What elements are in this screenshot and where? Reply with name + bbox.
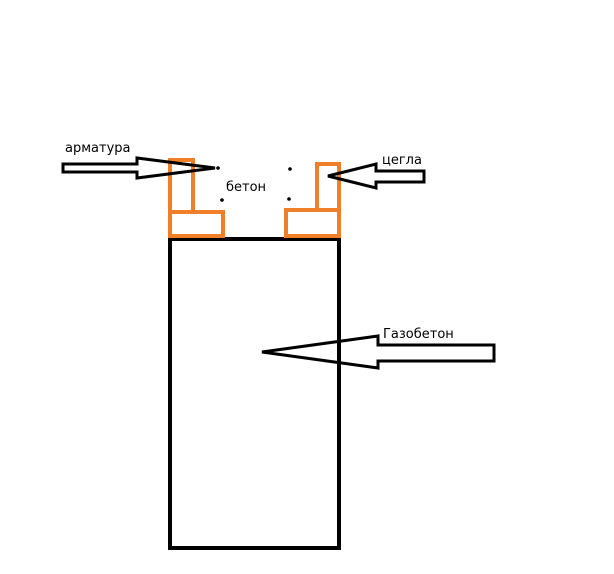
left-brick [168,158,225,238]
aerated-concrete-label: Газобетон [383,327,454,342]
concrete-dot [220,198,224,202]
concrete-dot [287,197,291,201]
right-brick-horizontal [284,208,341,238]
brick-arrow [327,162,426,190]
left-brick-horizontal [168,210,225,238]
right-brick-vertical [315,162,341,212]
brick-label: цегла [382,153,422,168]
aerated-concrete-block [168,237,341,550]
rebar-arrow [61,156,216,180]
concrete-dot [288,167,292,171]
aerated-concrete-arrow [261,334,496,370]
left-brick-vertical [168,158,195,214]
concrete-dots [216,166,292,202]
concrete-dot [216,166,220,170]
rebar-label: арматура [65,141,130,156]
concrete-label: бетон [226,180,266,195]
right-brick [284,162,341,238]
